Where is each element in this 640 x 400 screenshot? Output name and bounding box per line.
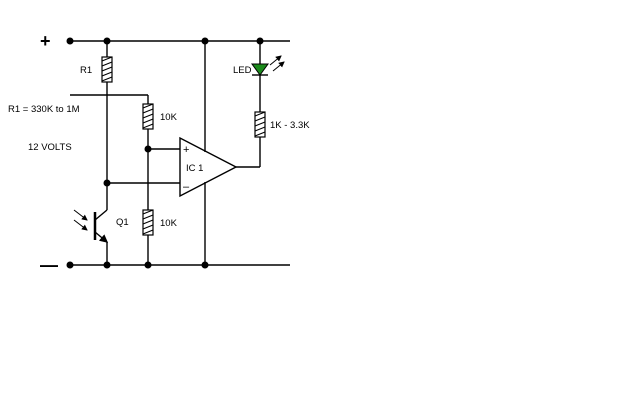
r1-label: R1 [80, 65, 92, 76]
opamp-label: IC 1 [186, 163, 203, 174]
q1-label: Q1 [116, 217, 129, 228]
junction-dot [256, 37, 264, 45]
r1-range-label: R1 = 330K to 1M [8, 104, 80, 115]
junction-dot [103, 179, 111, 187]
junction-dot [144, 261, 152, 269]
light-input-arrow [73, 219, 88, 231]
led-body [251, 63, 269, 76]
r-led-label: 1K - 3.3K [270, 120, 310, 131]
r-upper-label: 10K [160, 112, 178, 123]
resistor-10k-upper [142, 103, 154, 130]
r-lower-label: 10K [160, 218, 178, 229]
resistor-led [254, 111, 266, 138]
negative-rail-label: — [40, 255, 58, 275]
led-label: LED [233, 65, 252, 76]
junction-dot [201, 261, 209, 269]
junction-dot [201, 37, 209, 45]
led-diode [251, 63, 269, 76]
resistor-r1 [101, 56, 113, 83]
supply-voltage-label: 12 VOLTS [28, 142, 72, 153]
phototransistor-q1 [93, 209, 109, 265]
opamp-noninverting-pin: + [183, 144, 189, 156]
opamp-inverting-pin: – [183, 181, 190, 193]
resistor-10k-lower [142, 209, 154, 236]
junction-dot [144, 145, 152, 153]
positive-rail-label: + [40, 31, 51, 51]
light-input-arrow [73, 209, 88, 221]
junction-dot [66, 261, 74, 269]
junction-dot [103, 37, 111, 45]
led-light-arrow [269, 55, 282, 66]
junction-dot [66, 37, 74, 45]
led-light-arrow [272, 61, 285, 72]
opamp-ic1 [179, 136, 238, 198]
junction-dot [103, 261, 111, 269]
